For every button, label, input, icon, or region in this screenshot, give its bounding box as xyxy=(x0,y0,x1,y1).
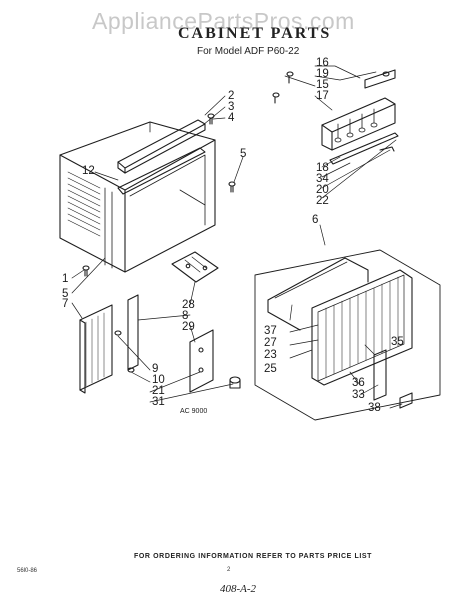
callout-10: 10 xyxy=(152,374,165,386)
callout-3: 3 xyxy=(228,101,235,113)
drawing-reference: AC 9000 xyxy=(180,408,208,415)
control-bracket xyxy=(189,329,214,393)
callout-36: 36 xyxy=(352,377,365,389)
callout-6: 6 xyxy=(312,214,319,226)
callout-12: 12 xyxy=(82,165,95,177)
callout-17: 17 xyxy=(316,90,329,102)
callout-33: 33 xyxy=(352,389,365,401)
handwritten-note: 408-A-2 xyxy=(220,583,257,595)
callout-18: 18 xyxy=(316,162,329,174)
watermark: AppliancePartsPros.com xyxy=(92,8,355,34)
page-title: CABINET PARTS xyxy=(178,25,332,42)
callout-20: 20 xyxy=(316,184,329,196)
callout-29: 29 xyxy=(182,321,195,333)
cabinet-shell xyxy=(59,121,216,273)
ordering-footer: FOR ORDERING INFORMATION REFER TO PARTS … xyxy=(134,553,373,560)
callout-19: 19 xyxy=(316,68,329,80)
mounting-bracket xyxy=(171,251,219,283)
filter-frame xyxy=(267,257,369,331)
callout-31: 31 xyxy=(152,396,165,408)
callout-37: 37 xyxy=(264,325,277,337)
grille-box xyxy=(254,249,441,421)
top-rail xyxy=(117,147,206,195)
callout-34: 34 xyxy=(316,173,329,185)
callout-38: 38 xyxy=(368,402,381,414)
page-number: 2 xyxy=(227,567,231,573)
knob-assembly xyxy=(229,376,241,389)
callout-25: 25 xyxy=(264,363,277,375)
callout-35: 35 xyxy=(391,336,404,348)
callout-7: 7 xyxy=(62,298,69,310)
top-channel xyxy=(117,119,206,174)
callout-23: 23 xyxy=(264,349,277,361)
callout-5-left: 5 xyxy=(62,288,69,300)
side-panel-left xyxy=(79,304,113,394)
leader-lines xyxy=(71,65,403,409)
front-grille xyxy=(311,269,413,386)
callout-15: 15 xyxy=(316,79,329,91)
side-strip xyxy=(127,294,139,371)
louver-assembly xyxy=(272,69,399,165)
callout-28: 28 xyxy=(182,299,195,311)
model-subtitle: For Model ADF P60-22 xyxy=(197,46,300,57)
callout-8: 8 xyxy=(182,310,189,322)
callout-9: 9 xyxy=(152,363,159,375)
footer-code: 56l0-86 xyxy=(17,568,38,574)
control-panel-cover xyxy=(373,349,413,409)
callout-21: 21 xyxy=(152,385,165,397)
callout-4: 4 xyxy=(228,112,235,124)
callout-2: 2 xyxy=(228,90,235,102)
callout-22: 22 xyxy=(316,195,329,207)
callout-27: 27 xyxy=(264,337,277,349)
callout-5-right: 5 xyxy=(240,148,247,160)
callout-1: 1 xyxy=(62,273,69,285)
screw-bottom xyxy=(82,265,90,277)
callout-16: 16 xyxy=(316,57,329,69)
screw-side xyxy=(228,181,236,193)
screw-side-panel xyxy=(114,330,135,373)
